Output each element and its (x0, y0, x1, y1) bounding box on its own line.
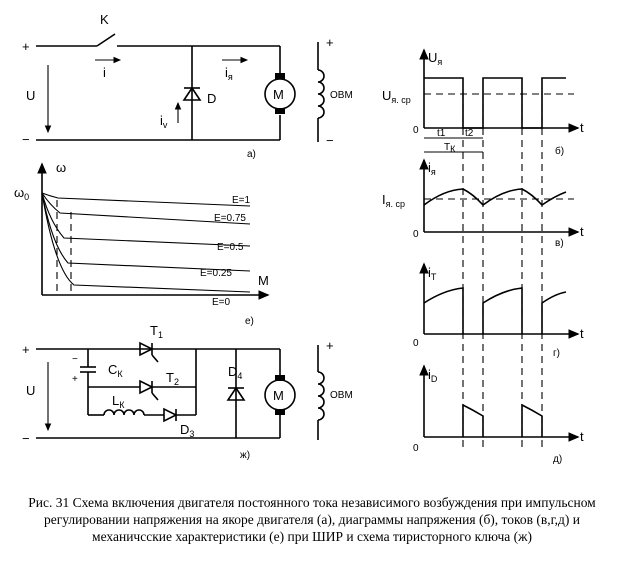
t2-label: t2 (465, 128, 474, 139)
diode-d (182, 86, 202, 101)
it-axis-label: iT (428, 265, 437, 282)
tag-b: б) (555, 145, 564, 157)
iy-avg-label: Iя. ср (382, 192, 405, 209)
mechanical-characteristics-e: ω ω0 M E=1 E=0.75 E=0.5 E=0.25 E=0 е) (14, 160, 270, 327)
tag-d: д) (553, 454, 562, 465)
label-e05: E=0.5 (217, 242, 244, 253)
tag-a: а) (247, 149, 256, 160)
t-axis-v: t (580, 224, 584, 239)
current-i-label: i (103, 65, 106, 80)
ovm-plus: + (326, 35, 334, 50)
iy-axis-label: iя (428, 160, 436, 177)
curve-e0 (41, 192, 251, 293)
zero-g: 0 (413, 338, 419, 349)
t-axis-g: t (580, 326, 584, 341)
diode-current-pulses (462, 403, 543, 437)
diode-d4-label: D4 (228, 364, 242, 381)
diagram-v-armature-current: iя Iя. ср 0 t в) (382, 158, 584, 249)
curve-e05 (41, 192, 251, 247)
field-winding-ovm (317, 69, 325, 119)
tk-label: TК (444, 142, 456, 154)
diode-d4 (226, 386, 246, 401)
m-axis-label: M (258, 273, 269, 288)
label-e075: E=0.75 (214, 213, 246, 224)
curve-e1 (41, 192, 251, 207)
diagram-b-voltage: Uя Uя. ср 0 t t1 t2 TК б) (382, 48, 584, 157)
motor-m-label: M (273, 87, 284, 102)
curve-e075 (41, 192, 251, 225)
motor-m-label-zh: M (273, 388, 284, 403)
plus-terminal-zh: + (22, 342, 30, 357)
tag-zh: ж) (240, 450, 250, 461)
voltage-u-label: U (26, 88, 35, 103)
ovm-label-a: ОВМ (330, 90, 353, 101)
thyristor-t2 (139, 379, 159, 401)
zero-b: 0 (413, 125, 419, 136)
switch-k (96, 33, 116, 47)
uy-avg-label: Uя. ср (382, 88, 411, 105)
label-e1: E=1 (232, 195, 251, 206)
inductor-lk (103, 409, 145, 416)
label-e025: E=0.25 (200, 268, 232, 279)
diode-d3-label: D3 (180, 422, 194, 439)
thyristor-t1-label: T1 (150, 323, 163, 340)
uy-axis-label: Uя (428, 50, 442, 67)
field-winding-ovm-zh (317, 371, 325, 421)
omega-axis-label: ω (56, 160, 66, 175)
plus-terminal: + (22, 39, 30, 54)
inductor-lk-label: LК (112, 393, 125, 410)
motor-m (264, 78, 296, 110)
figure-caption: Рис. 31 Схема включения двигателя постоя… (28, 495, 596, 544)
current-iy-label: iя (225, 65, 233, 82)
ovm-plus-zh: + (326, 338, 334, 353)
omega0-label: ω0 (14, 185, 29, 202)
label-e0: E=0 (212, 297, 231, 308)
switching-dashed-lines (462, 92, 543, 448)
diode-d-label: D (207, 91, 216, 106)
circuit-a: + − K i U D iv iя M + − ОВМ (22, 12, 353, 160)
tag-g: г) (553, 348, 560, 359)
thyristor-t2-label: T2 (166, 370, 179, 387)
motor-m-zh (264, 379, 296, 411)
diagram-d-diode-current: iD 0 t д) (413, 364, 584, 465)
zero-v: 0 (413, 229, 419, 240)
thyristor-current-pulses (423, 287, 567, 334)
t-axis-b: t (580, 120, 584, 135)
circuit-zh: + − U − + CК LК T1 T2 (22, 323, 353, 461)
diagram-g-thyristor-current: iT 0 t г) (413, 262, 584, 359)
ovm-minus: − (326, 133, 334, 148)
armature-current-ripple (423, 188, 567, 207)
switch-label-k: K (100, 12, 109, 27)
t-axis-d: t (580, 429, 584, 444)
voltage-pulses (424, 77, 566, 129)
voltage-u-label-zh: U (26, 383, 35, 398)
cap-plus-sign: + (72, 374, 78, 385)
capacitor-ck-label: CК (108, 362, 123, 379)
minus-terminal: − (22, 132, 30, 147)
tag-v: в) (555, 238, 564, 249)
tag-e: е) (245, 316, 254, 327)
cap-minus-sign: − (72, 354, 78, 365)
zero-d: 0 (413, 443, 419, 454)
diode-d3 (163, 407, 178, 423)
id-axis-label: iD (428, 367, 438, 384)
ovm-label-zh: ОВМ (330, 390, 353, 401)
current-iv-label: iv (160, 113, 168, 130)
t1-label: t1 (437, 128, 446, 139)
thyristor-t1 (139, 341, 159, 363)
minus-terminal-zh: − (22, 431, 30, 446)
